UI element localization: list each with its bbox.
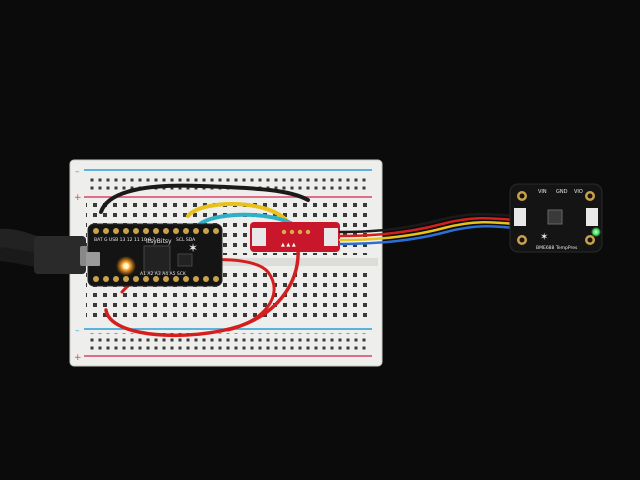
black-jumper-wire — [99, 183, 310, 214]
svg-text:▲ ▲ ▲: ▲ ▲ ▲ — [281, 242, 296, 248]
stemma-qt-adapter: ▲ ▲ ▲ — [250, 222, 340, 252]
silk-bottom-pins: A1 A2 A3 A4 A5 SCK — [140, 271, 187, 277]
yellow-jumper-wire — [186, 201, 290, 224]
silk-vin: VIN — [538, 189, 547, 195]
silk-top-pins: BAT G USB 13 12 11 10 9 7 — [94, 237, 156, 243]
svg-text:+: + — [74, 193, 82, 203]
svg-text:+: + — [74, 353, 82, 363]
microcontroller-board: ✶ ItsyBitsy BAT G USB 13 12 11 10 9 7 SC… — [86, 223, 223, 287]
sensor-breakout: ✶ VIN GND VIO BME688 TempPres — [509, 183, 603, 253]
svg-text:–: – — [75, 167, 80, 177]
silk-top-pins-right: SCL SDA — [176, 237, 196, 243]
breakout-star-icon: ✶ — [540, 232, 548, 243]
svg-text:–: – — [75, 326, 80, 336]
qt-cable — [338, 212, 516, 246]
silk-vio: VIO — [574, 189, 583, 195]
silk-gnd: GND — [556, 189, 568, 195]
blue-jumper-wire — [196, 212, 298, 228]
silk-title: ItsyBitsy — [146, 238, 172, 245]
power-led — [591, 227, 601, 237]
adafruit-star-icon: ✶ — [188, 241, 198, 255]
silk-bottom: BME688 TempPres — [536, 245, 578, 251]
